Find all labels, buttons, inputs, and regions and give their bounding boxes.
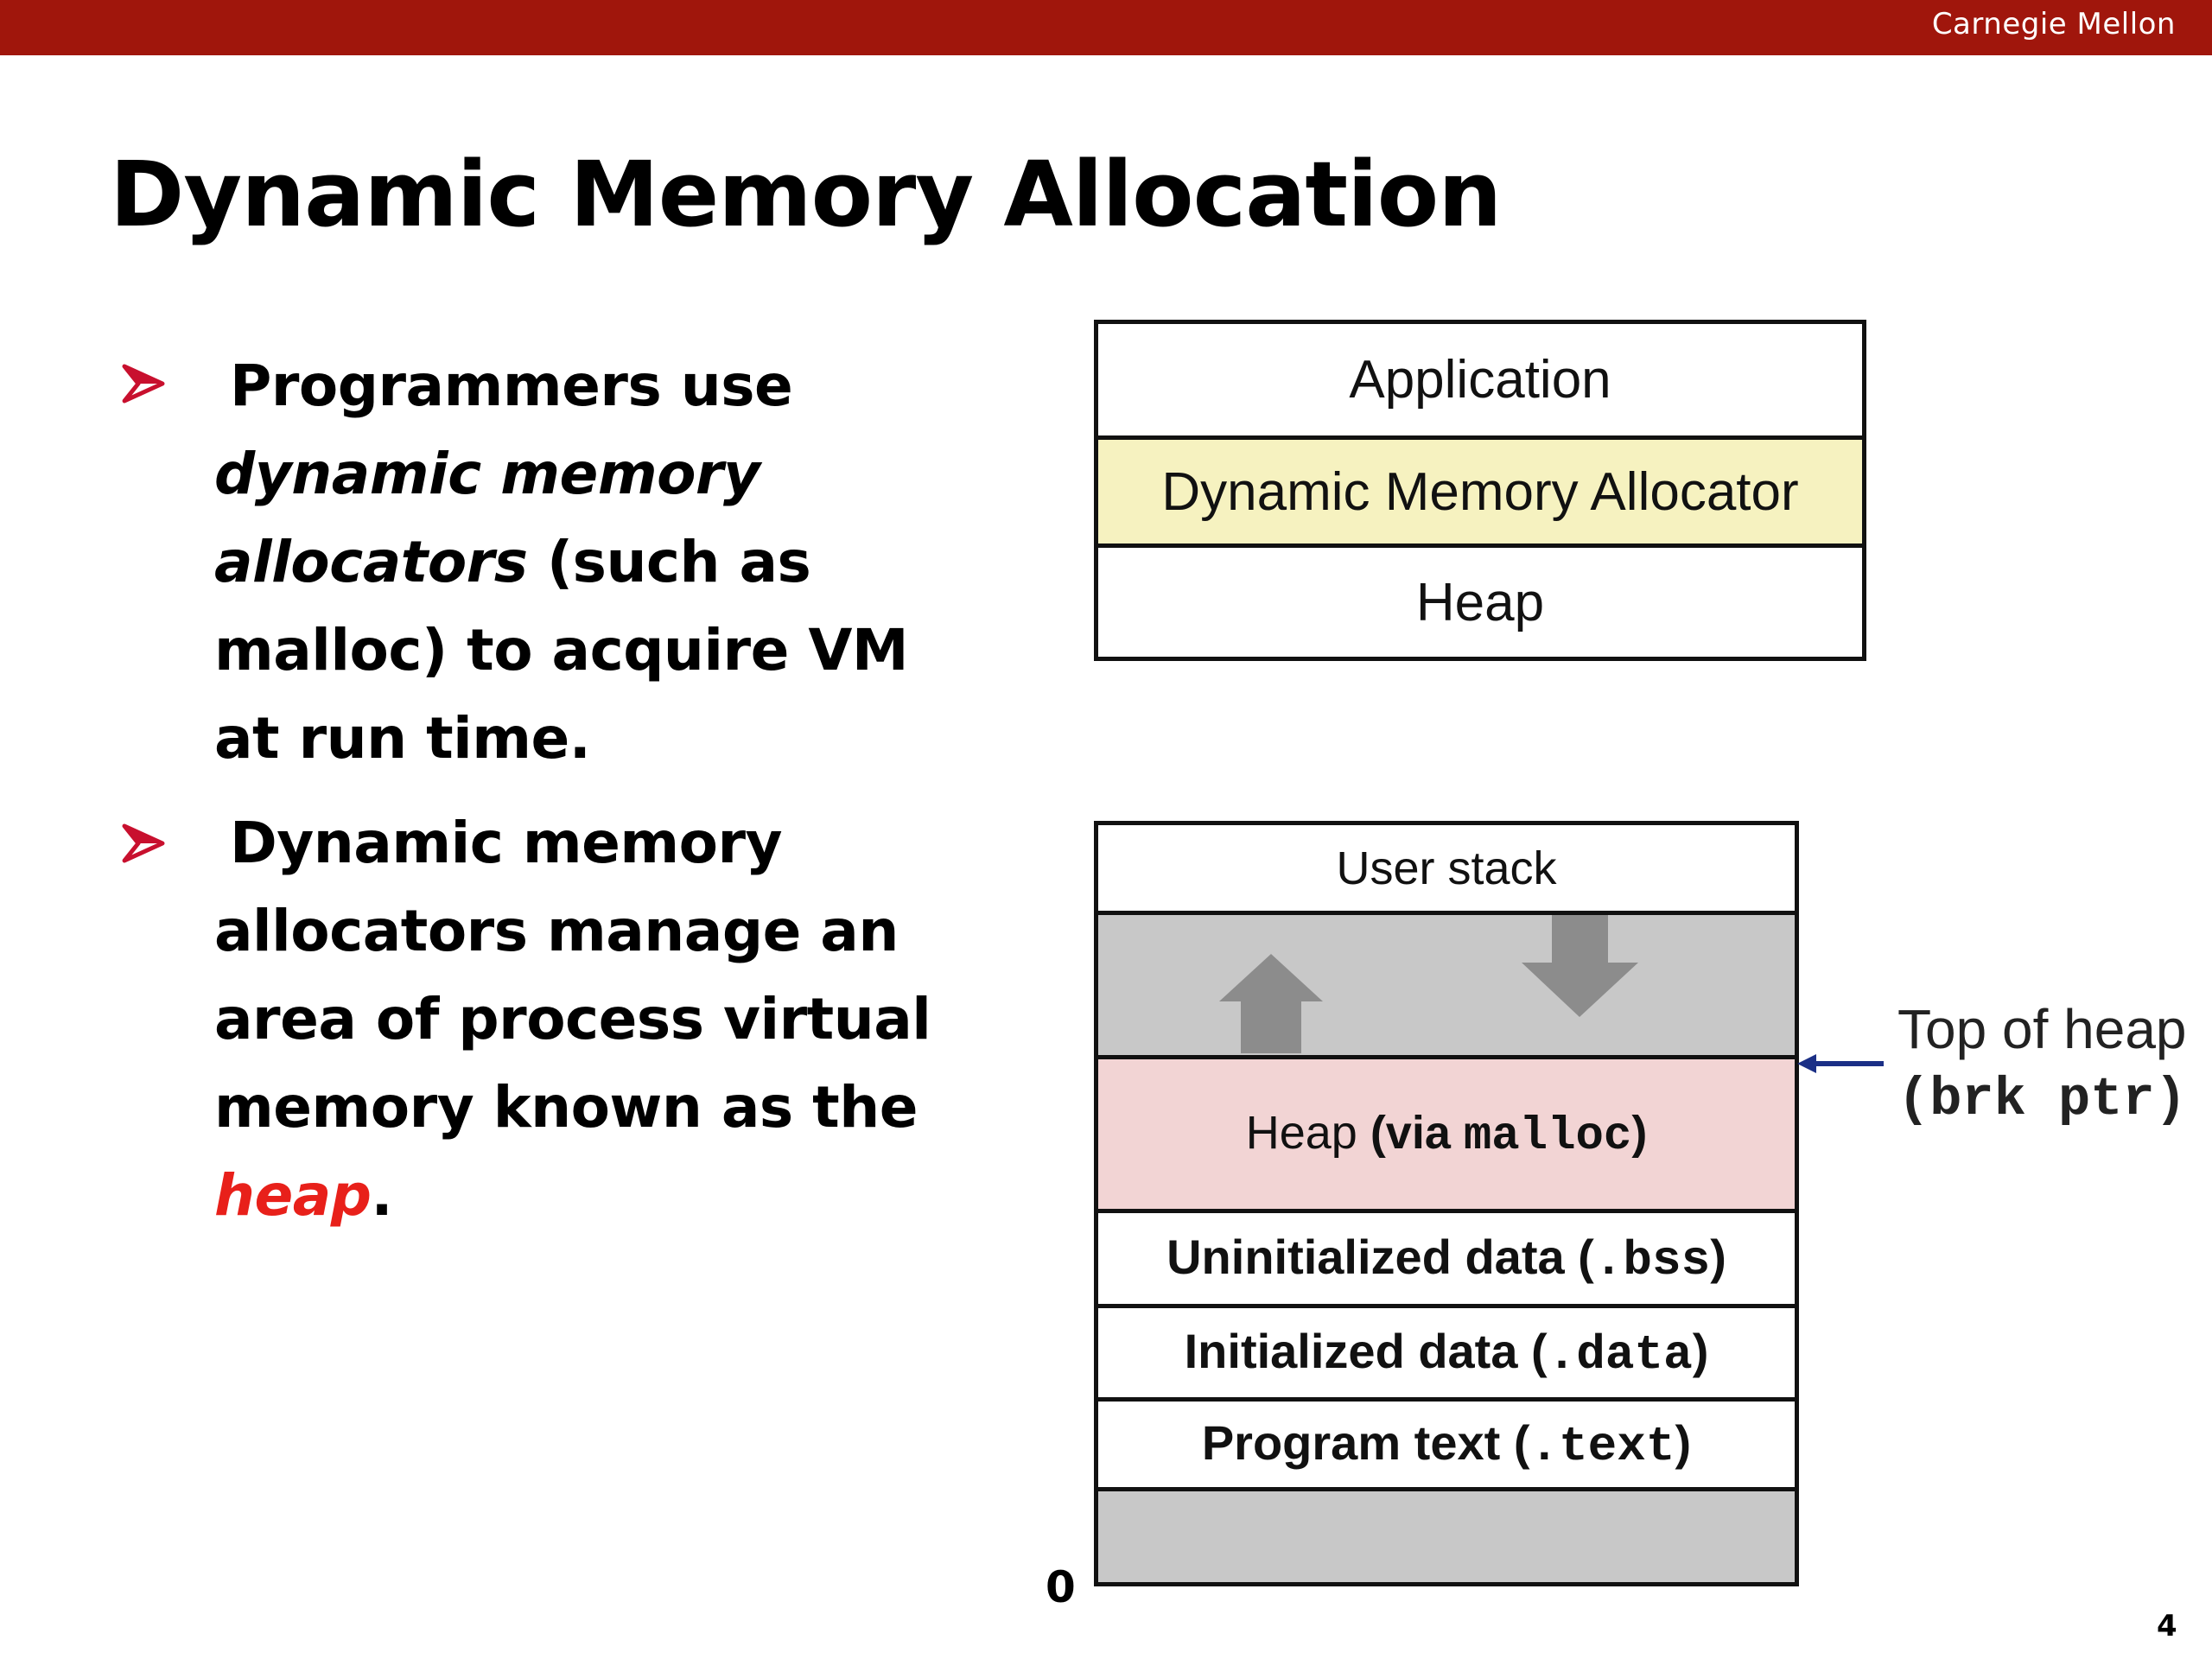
bullet-2-heap-term: heap — [214, 1162, 372, 1229]
growth-arrows-icon — [1219, 915, 1638, 1053]
text-label: Program text (.text) — [1202, 1414, 1691, 1474]
top-of-heap-label: Top of heap (brk ptr) — [1897, 994, 2187, 1135]
layer-application-label: Application — [1349, 350, 1611, 410]
heap-word: Heap — [1245, 1106, 1370, 1159]
brand-label: Carnegie Mellon — [1931, 7, 2176, 41]
bullet-2-end: . — [371, 1162, 393, 1229]
memory-layout-diagram: User stack Heap (via malloc) Uninitializ… — [1094, 821, 1799, 1586]
data-code: .data — [1547, 1327, 1693, 1382]
bss-prefix: Uninitialized data ( — [1166, 1230, 1594, 1284]
bullet-arrow-icon — [122, 364, 165, 404]
layer-heap: Heap — [1098, 548, 1862, 657]
data-suffix: ) — [1692, 1324, 1709, 1378]
bullet-1-rest: (such as malloc) to acquire VM at run ti… — [214, 529, 909, 772]
bullet-1-lead: Programmers use — [230, 353, 793, 419]
heap-region: Heap (via malloc) — [1098, 1055, 1795, 1209]
bss-suffix: ) — [1710, 1230, 1726, 1284]
user-stack-region: User stack — [1098, 825, 1795, 911]
layers-diagram: Application Dynamic Memory Allocator Hea… — [1094, 320, 1866, 661]
page-number: 4 — [2157, 1609, 2177, 1643]
layer-allocator-label: Dynamic Memory Allocator — [1161, 461, 1799, 522]
data-region: Initialized data (.data) — [1098, 1304, 1795, 1397]
heap-suffix: ) — [1631, 1106, 1648, 1159]
bss-label: Uninitialized data (.bss) — [1166, 1229, 1726, 1288]
slide-title: Dynamic Memory Allocation — [110, 142, 1502, 247]
brk-ptr-code: (brk ptr) — [1897, 1069, 2187, 1130]
text-prefix: Program text ( — [1201, 1415, 1530, 1470]
heap-via: (via — [1370, 1106, 1464, 1159]
bullet-2: Dynamic memory allocators manage an area… — [214, 799, 992, 1240]
heap-region-label: Heap (via malloc) — [1246, 1106, 1648, 1163]
bullet-2-lead: Dynamic memory allocators manage an area… — [214, 810, 931, 1141]
data-prefix: Initialized data ( — [1184, 1324, 1548, 1378]
top-of-heap-text: Top of heap — [1897, 998, 2187, 1060]
user-stack-label: User stack — [1336, 842, 1557, 894]
layer-allocator: Dynamic Memory Allocator — [1098, 435, 1862, 548]
text-code: .text — [1529, 1419, 1675, 1474]
free-region — [1098, 911, 1795, 1055]
data-label: Initialized data (.data) — [1185, 1323, 1709, 1382]
bss-region: Uninitialized data (.bss) — [1098, 1209, 1795, 1304]
address-zero-label: 0 — [1046, 1562, 1076, 1612]
brk-pointer-arrow-icon — [1797, 1054, 1884, 1073]
header-bar: Carnegie Mellon — [0, 0, 2212, 55]
text-suffix: ) — [1675, 1415, 1692, 1470]
low-unused-region — [1098, 1487, 1795, 1582]
bss-code: .bss — [1593, 1233, 1711, 1288]
bullet-arrow-icon — [122, 823, 165, 863]
bullet-1: Programmers use dynamic memory allocator… — [214, 342, 992, 783]
bullet-1-emphasis: dynamic memory allocators — [214, 441, 760, 595]
layer-application: Application — [1098, 324, 1862, 435]
malloc-code: malloc — [1463, 1109, 1632, 1163]
layer-heap-label: Heap — [1415, 572, 1545, 632]
text-region: Program text (.text) — [1098, 1397, 1795, 1487]
